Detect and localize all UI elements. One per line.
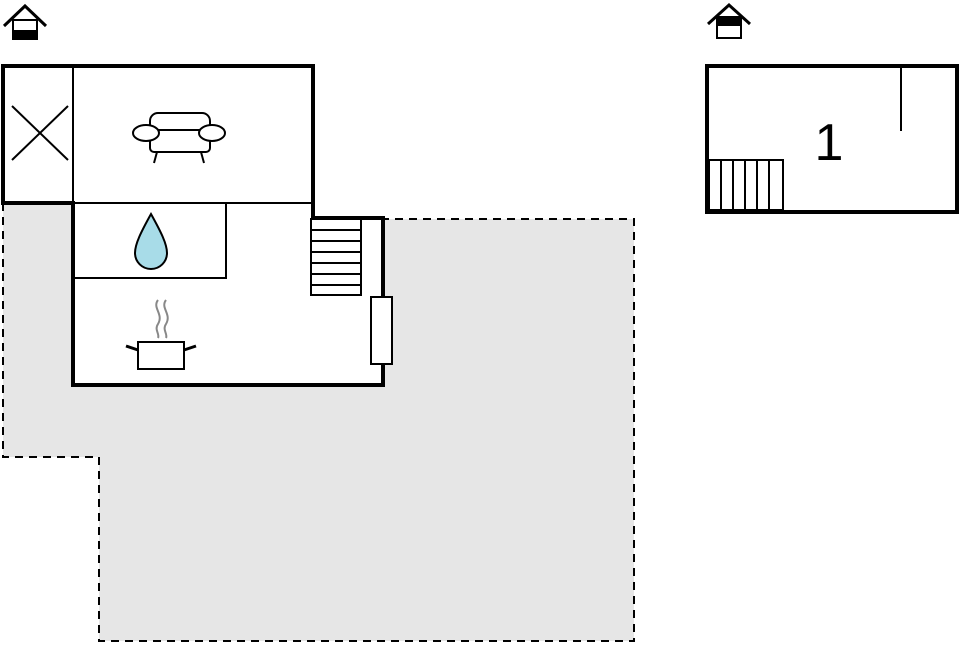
upper-room-label: 1 [815,114,844,172]
water-drop-icon [133,211,169,270]
cooking-pot-icon [125,299,197,370]
sofa-icon [132,112,226,164]
upper-staircase [708,159,784,211]
entrance-door [370,296,393,365]
staircase [310,218,362,296]
terrace-area [2,202,635,642]
house-ground-floor-icon [2,3,48,40]
upper-floor-building: 1 [705,64,959,214]
cross-icon [11,105,69,161]
house-upper-floor-icon [706,2,752,39]
